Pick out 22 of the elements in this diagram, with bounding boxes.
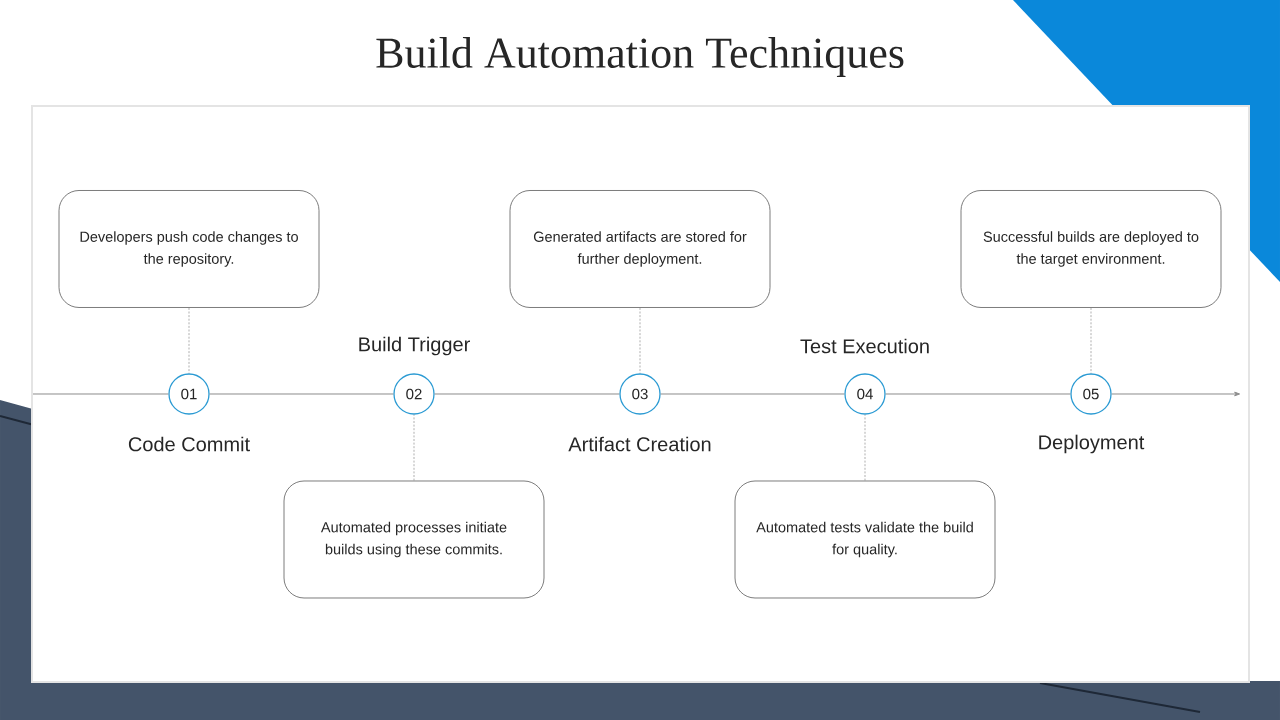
line bbox=[434, 393, 620, 395]
line bbox=[885, 393, 1071, 395]
text-box: Successful builds are deployed to the target environment. bbox=[960, 190, 1222, 308]
step-heading: Test Execution bbox=[800, 338, 929, 354]
text-box: Automated processes initiate builds using these commits. bbox=[283, 480, 545, 599]
title: Build Automation Techniques bbox=[376, 37, 904, 77]
dotted-line bbox=[413, 414, 415, 481]
step-heading: Build Trigger bbox=[359, 336, 470, 356]
step-heading: Deployment bbox=[1039, 434, 1145, 454]
step-heading: Artifact Creation bbox=[568, 436, 711, 452]
line bbox=[32, 393, 169, 395]
dotted-line bbox=[188, 307, 190, 374]
arrow bbox=[1111, 391, 1241, 397]
dotted-line bbox=[864, 414, 866, 481]
line bbox=[660, 393, 845, 395]
text-box: Generated artifacts are stored for further deployment. bbox=[509, 190, 771, 308]
dotted-line bbox=[1090, 307, 1092, 374]
line bbox=[209, 393, 394, 395]
text-box: Developers push code changes to the repository. bbox=[58, 190, 320, 308]
text-box: Automated tests validate the build for quality. bbox=[734, 480, 996, 599]
dotted-line bbox=[639, 307, 641, 374]
step-heading: Code Commit bbox=[128, 436, 250, 452]
